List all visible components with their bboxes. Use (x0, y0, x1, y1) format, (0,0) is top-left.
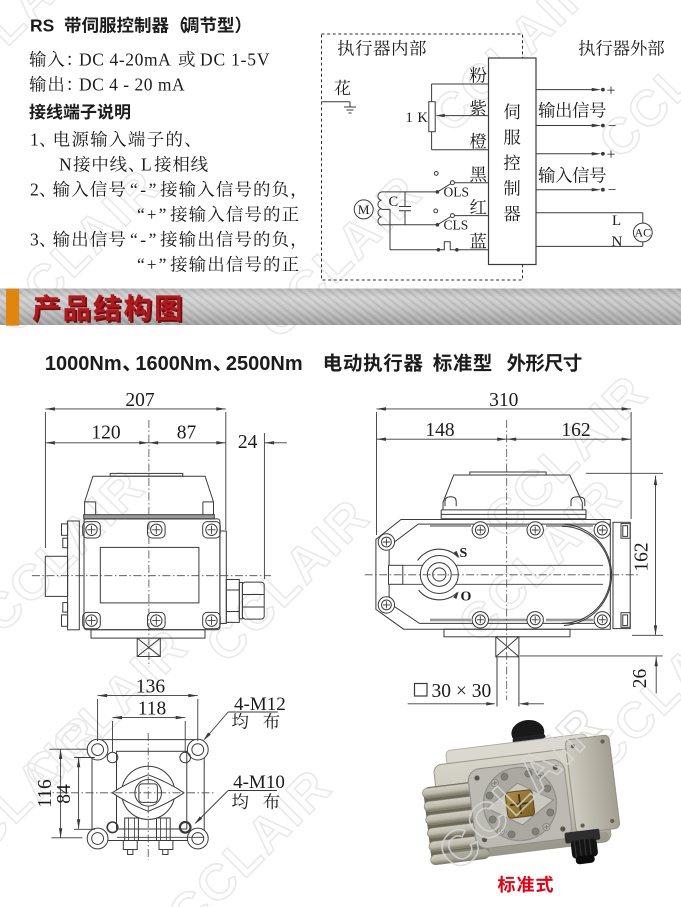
svg-text:2500Nm: 2500Nm (226, 353, 303, 375)
svg-text:26: 26 (630, 669, 651, 689)
svg-text:162: 162 (632, 542, 653, 571)
svg-text:RS: RS (30, 16, 54, 36)
svg-text:OLS: OLS (444, 185, 470, 200)
svg-text:118: 118 (138, 699, 167, 720)
svg-text:S: S (460, 546, 468, 561)
svg-text:1000Nm: 1000Nm (45, 353, 122, 375)
svg-text:162: 162 (561, 420, 590, 441)
svg-text:“-”: “-” (130, 230, 159, 250)
svg-text:DC 1-5V: DC 1-5V (200, 50, 270, 70)
svg-text:“+”: “+” (137, 205, 168, 225)
svg-text:“+”: “+” (137, 255, 168, 275)
svg-text:O: O (461, 590, 472, 605)
svg-text:CLS: CLS (444, 218, 469, 233)
svg-text:−: − (608, 183, 616, 199)
svg-text:4-M10: 4-M10 (233, 772, 285, 793)
svg-text:N: N (59, 155, 72, 175)
svg-text:L: L (612, 213, 621, 229)
svg-text:1600Nm: 1600Nm (135, 353, 212, 375)
svg-text:−: − (608, 119, 616, 135)
svg-text:3: 3 (30, 230, 39, 250)
svg-text:1 K: 1 K (406, 110, 429, 126)
svg-text:C: C (389, 194, 399, 210)
svg-text:207: 207 (125, 390, 155, 411)
svg-text:310: 310 (489, 390, 518, 411)
svg-text:+: + (607, 147, 616, 164)
svg-text:136: 136 (136, 677, 166, 698)
svg-text:1: 1 (30, 130, 39, 150)
svg-text:116: 116 (35, 779, 56, 808)
svg-text:+: + (607, 83, 616, 100)
svg-text:“-”: “-” (130, 180, 159, 200)
svg-text:4-M12: 4-M12 (234, 694, 286, 715)
svg-text:AC: AC (634, 226, 651, 240)
svg-text:2: 2 (30, 180, 39, 200)
svg-text:148: 148 (425, 420, 454, 441)
svg-text:DC 4-20mA: DC 4-20mA (79, 50, 171, 70)
svg-text:30 × 30: 30 × 30 (432, 681, 492, 702)
svg-text:24: 24 (238, 432, 258, 453)
svg-text:M: M (358, 202, 370, 217)
svg-text:DC 4 - 20 mA: DC 4 - 20 mA (79, 75, 185, 95)
svg-text:120: 120 (91, 423, 120, 444)
svg-text:N: N (612, 234, 623, 250)
svg-text:84: 84 (54, 784, 75, 804)
svg-text:87: 87 (177, 423, 197, 444)
svg-text:L: L (141, 155, 152, 175)
